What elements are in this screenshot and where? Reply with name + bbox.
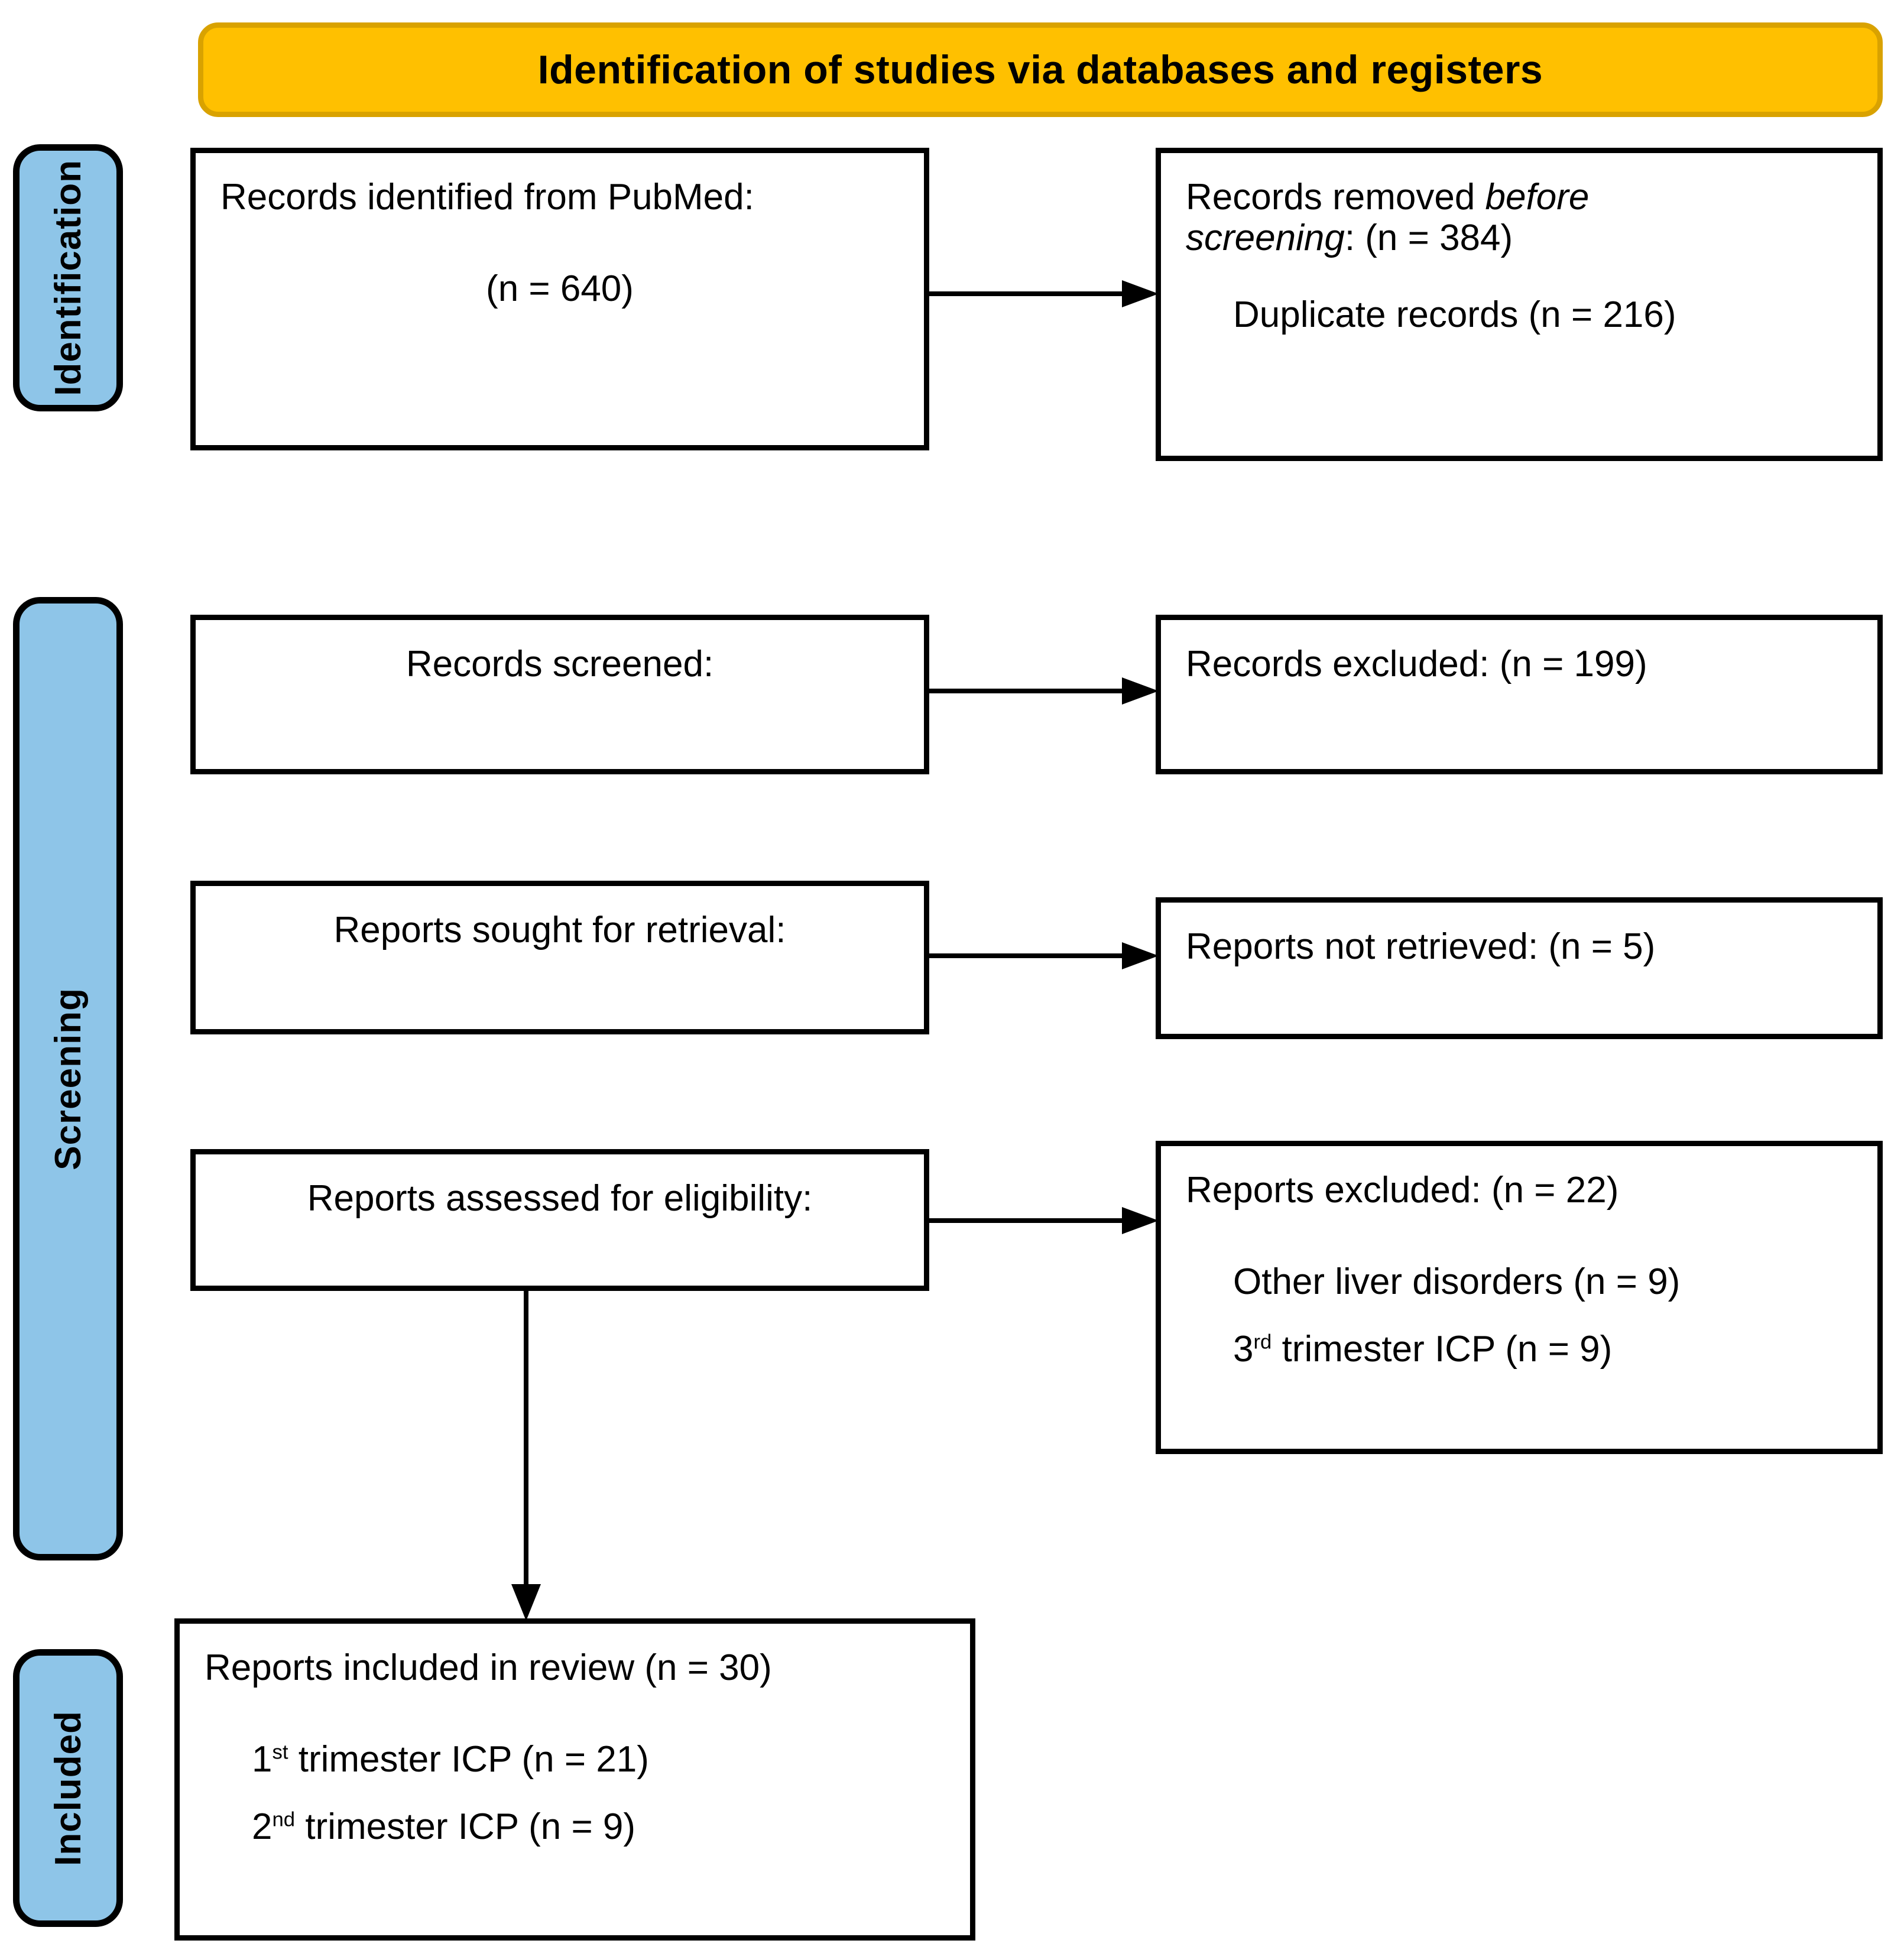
- arrow-identified-to-removed: [929, 278, 1160, 310]
- first-trimester-icp-count: 1st trimester ICP (n = 21): [205, 1739, 945, 1780]
- second-trimester-sup: nd: [272, 1808, 296, 1831]
- box-records-identified: Records identified from PubMed: (n = 640…: [190, 148, 929, 450]
- records-removed-label: Records removed before: [1186, 177, 1853, 218]
- third-trimester-num: 3: [1233, 1328, 1254, 1370]
- third-trimester-icp-count: 3rd trimester ICP (n = 9): [1186, 1329, 1853, 1370]
- reports-excluded-label: Reports excluded: (n = 22): [1186, 1170, 1619, 1211]
- other-liver-disorders-count: Other liver disorders (n = 9): [1233, 1261, 1681, 1303]
- records-removed-label-2: screening: (n = 384): [1186, 218, 1853, 258]
- reports-sought-label: Reports sought for retrieval:: [333, 910, 786, 950]
- records-identified-count: (n = 640): [486, 268, 634, 310]
- diagram-title: Identification of studies via databases …: [537, 47, 1543, 92]
- diagram-header-banner: Identification of studies via databases …: [198, 22, 1883, 117]
- third-trimester-rest: trimester ICP (n = 9): [1272, 1328, 1613, 1370]
- first-trimester-sup: st: [272, 1741, 288, 1764]
- second-trimester-icp-count: 2nd trimester ICP (n = 9): [205, 1806, 945, 1847]
- records-screened-label: Records screened:: [406, 644, 714, 684]
- arrow-assessed-to-included: [508, 1291, 544, 1622]
- box-records-excluded: Records excluded: (n = 199): [1156, 615, 1883, 774]
- records-identified-label: Records identified from PubMed:: [220, 177, 754, 218]
- first-trimester-rest: trimester ICP (n = 21): [288, 1739, 649, 1780]
- reports-included-label: Reports included in review (n = 30): [205, 1647, 772, 1688]
- stage-label-screening: Screening: [13, 597, 123, 1560]
- box-reports-not-retrieved: Reports not retrieved: (n = 5): [1156, 897, 1883, 1039]
- records-removed-em-before: before: [1485, 177, 1590, 218]
- box-records-removed: Records removed before screening: (n = 3…: [1156, 148, 1883, 461]
- arrow-sought-to-not-retrieved: [929, 940, 1160, 972]
- stage-label-included-text: Included: [47, 1710, 89, 1866]
- duplicate-records-count: Duplicate records (n = 216): [1233, 294, 1676, 335]
- box-reports-sought: Reports sought for retrieval:: [190, 881, 929, 1034]
- reports-assessed-label: Reports assessed for eligibility:: [307, 1178, 813, 1219]
- reports-not-retrieved-label: Reports not retrieved: (n = 5): [1186, 926, 1656, 967]
- box-records-screened: Records screened:: [190, 615, 929, 774]
- second-trimester-num: 2: [252, 1806, 273, 1847]
- first-trimester-num: 1: [252, 1739, 273, 1780]
- stage-label-identification-text: Identification: [47, 160, 89, 396]
- stage-label-identification: Identification: [13, 144, 123, 411]
- stage-label-screening-text: Screening: [47, 987, 89, 1170]
- box-reports-excluded: Reports excluded: (n = 22) Other liver d…: [1156, 1141, 1883, 1454]
- stage-label-included: Included: [13, 1649, 123, 1927]
- records-removed-text-a: Records removed: [1186, 177, 1485, 218]
- records-removed-em-screening: screening: [1186, 218, 1345, 259]
- records-excluded-label: Records excluded: (n = 199): [1186, 644, 1647, 684]
- records-removed-count: : (n = 384): [1344, 218, 1513, 259]
- box-reports-assessed: Reports assessed for eligibility:: [190, 1149, 929, 1291]
- arrow-screened-to-excluded: [929, 675, 1160, 707]
- third-trimester-sup: rd: [1253, 1331, 1272, 1354]
- second-trimester-rest: trimester ICP (n = 9): [295, 1806, 636, 1847]
- arrow-assessed-to-excluded: [929, 1205, 1160, 1237]
- box-reports-included: Reports included in review (n = 30) 1st …: [174, 1618, 975, 1941]
